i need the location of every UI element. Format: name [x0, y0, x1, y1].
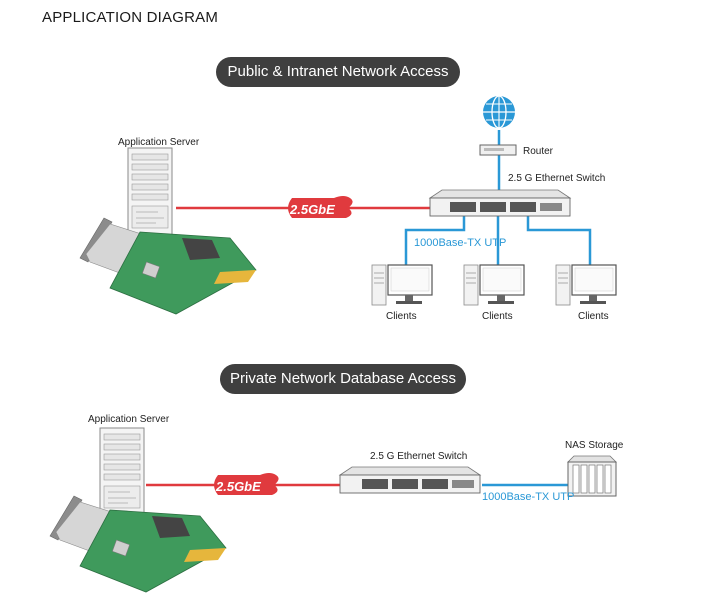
svg-text:2.5GbE: 2.5GbE	[289, 202, 335, 217]
link-label-1: 1000Base-TX UTP	[414, 237, 507, 249]
switch-to-clients-links	[404, 130, 592, 268]
page-title: APPLICATION DIAGRAM	[42, 9, 219, 26]
switch-icon-1	[428, 189, 572, 217]
server-label-2: Application Server	[88, 414, 170, 425]
server-label-1: Application Server	[118, 137, 200, 148]
client-pc-icon-1	[371, 264, 433, 306]
speed-badge-1: 2.5GbE	[288, 196, 353, 218]
svg-text:2.5GbE: 2.5GbE	[215, 479, 261, 494]
client-label-1: Clients	[386, 311, 417, 322]
globe-icon	[483, 95, 515, 129]
switch-label-1: 2.5 G Ethernet Switch	[508, 173, 606, 184]
nas-icon	[567, 455, 617, 497]
link-label-2: 1000Base-TX UTP	[482, 491, 575, 503]
switch-label-2: 2.5 G Ethernet Switch	[370, 451, 468, 462]
section2-heading: Private Network Database Access	[220, 364, 466, 394]
nas-label: NAS Storage	[565, 440, 624, 451]
switch-icon-2	[338, 466, 482, 494]
client-pc-icon-2	[463, 264, 525, 306]
client-pc-icon-3	[555, 264, 617, 306]
client-label-2: Clients	[482, 311, 513, 322]
router-icon	[479, 144, 517, 156]
client-label-3: Clients	[578, 311, 609, 322]
router-label: Router	[523, 146, 554, 157]
section1-heading: Public & Intranet Network Access	[216, 57, 460, 87]
speed-badge-2: 2.5GbE	[214, 473, 279, 495]
